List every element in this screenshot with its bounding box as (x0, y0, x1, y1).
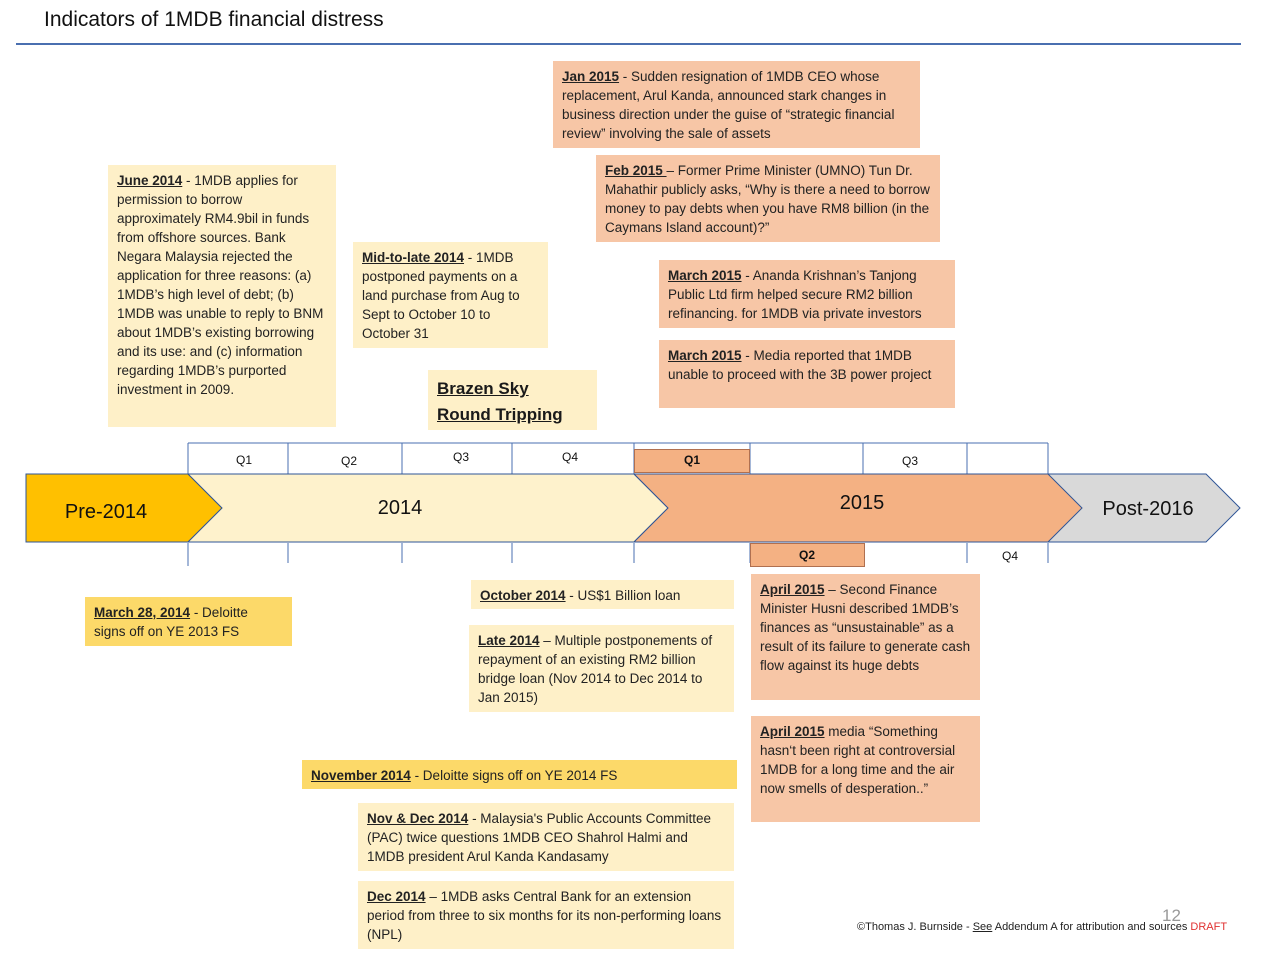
quarter-label: Q4 (1001, 549, 1018, 563)
note-text: - 1MDB postponed payments on a land purc… (362, 250, 520, 341)
note-lead: March 2015 (668, 348, 742, 363)
note-lead: June 2014 (117, 173, 183, 188)
note-late-2014: Late 2014 – Multiple postponements of re… (469, 625, 734, 712)
note-april-2015-husni: April 2015 – Second Finance Minister Hus… (751, 574, 980, 700)
segment-2015 (632, 473, 1083, 543)
note-lead: Dec 2014 (367, 889, 426, 904)
note-text: - Malaysia's Public Accounts Committee (… (367, 811, 711, 864)
quarter-grid-bottom (187, 543, 1049, 566)
note-november-2014: November 2014 - Deloitte signs off on YE… (302, 760, 737, 789)
note-april-2015-media: April 2015 media “Something hasn‘t been … (751, 716, 980, 822)
note-text: media “Something hasn‘t been right at co… (760, 724, 956, 796)
quarter-label: Q4 (561, 450, 578, 464)
note-nov-dec-2014: Nov & Dec 2014 - Malaysia's Public Accou… (358, 803, 734, 871)
note-lead: October 2014 (480, 588, 566, 603)
note-mid-to-late-2014: Mid-to-late 2014 - 1MDB postponed paymen… (353, 242, 548, 348)
callout-brazen-sky: Brazen Sky Round Tripping (428, 370, 597, 430)
note-text: - Deloitte signs off on YE 2013 FS (94, 605, 248, 639)
note-text: - Ananda Krishnan’s Tanjong Public Ltd f… (668, 268, 922, 321)
note-lead: April 2015 (760, 582, 825, 597)
note-lead: Nov & Dec 2014 (367, 811, 469, 826)
note-march-28-2014: March 28, 2014 - Deloitte signs off on Y… (85, 597, 292, 646)
note-dec-2014: Dec 2014 – 1MDB asks Central Bank for an… (358, 881, 734, 949)
note-text: - 1MDB applies for permission to borrow … (117, 173, 324, 397)
segment-label-2014: 2014 (377, 497, 423, 519)
note-text: - Media reported that 1MDB unable to pro… (668, 348, 932, 382)
note-lead: Mid-to-late 2014 (362, 250, 465, 265)
footer-suffix: Addendum A for attribution and sources (992, 921, 1191, 933)
callout-line: Round Tripping (437, 405, 563, 424)
footer-see-link[interactable]: See (972, 921, 993, 933)
note-text: - Deloitte signs off on YE 2014 FS (410, 768, 618, 783)
quarter-label: Q2 (798, 548, 815, 562)
quarter-grid-top (187, 442, 1049, 474)
q1-2015-highlight (634, 449, 750, 473)
quarter-label: Q1 (235, 453, 252, 467)
note-text: – Second Finance Minister Husni describe… (760, 582, 971, 673)
note-lead: Late 2014 (478, 633, 540, 648)
page-number: 12 (1162, 906, 1181, 925)
callout-line: Brazen Sky (437, 379, 529, 398)
title-divider (16, 43, 1241, 45)
quarter-label: Q2 (340, 454, 357, 468)
note-lead: April 2015 (760, 724, 825, 739)
note-text: – 1MDB asks Central Bank for an extensio… (367, 889, 722, 942)
q2-2015-highlight (750, 543, 865, 567)
quarter-label: Q1 (683, 453, 700, 467)
note-june-2014: June 2014 - 1MDB applies for permission … (108, 165, 336, 427)
note-march-2015-power-project: March 2015 - Media reported that 1MDB un… (659, 340, 955, 408)
note-feb-2015: Feb 2015 – Former Prime Minister (UMNO) … (596, 155, 940, 242)
note-october-2014: October 2014 - US$1 Billion loan (471, 580, 734, 609)
footer-attribution: ©Thomas J. Burnside - See Addendum A for… (857, 921, 1227, 933)
draft-label: DRAFT (1190, 921, 1228, 933)
note-lead: March 28, 2014 (94, 605, 191, 620)
note-jan-2015: Jan 2015 - Sudden resignation of 1MDB CE… (553, 61, 920, 148)
slide-title: Indicators of 1MDB financial distress (44, 8, 384, 31)
note-lead: March 2015 (668, 268, 742, 283)
quarter-label: Q3 (901, 454, 918, 468)
note-march-2015-refinancing: March 2015 - Ananda Krishnan’s Tanjong P… (659, 260, 955, 328)
footer-prefix: ©Thomas J. Burnside - (857, 921, 973, 933)
segment-label-2015: 2015 (839, 492, 885, 514)
note-text: – Multiple postponements of repayment of… (478, 633, 713, 705)
note-text: - Sudden resignation of 1MDB CEO whose r… (562, 69, 895, 141)
note-lead: Feb 2015 (605, 163, 667, 178)
quarter-label: Q3 (452, 450, 469, 464)
note-text: – Former Prime Minister (UMNO) Tun Dr. M… (605, 163, 930, 235)
note-text: - US$1 Billion loan (565, 588, 681, 603)
segment-label-post-2016: Post-2016 (1102, 498, 1194, 520)
note-lead: Jan 2015 (562, 69, 620, 84)
note-lead: November 2014 (311, 768, 411, 783)
segment-label-pre-2014: Pre-2014 (64, 501, 148, 523)
